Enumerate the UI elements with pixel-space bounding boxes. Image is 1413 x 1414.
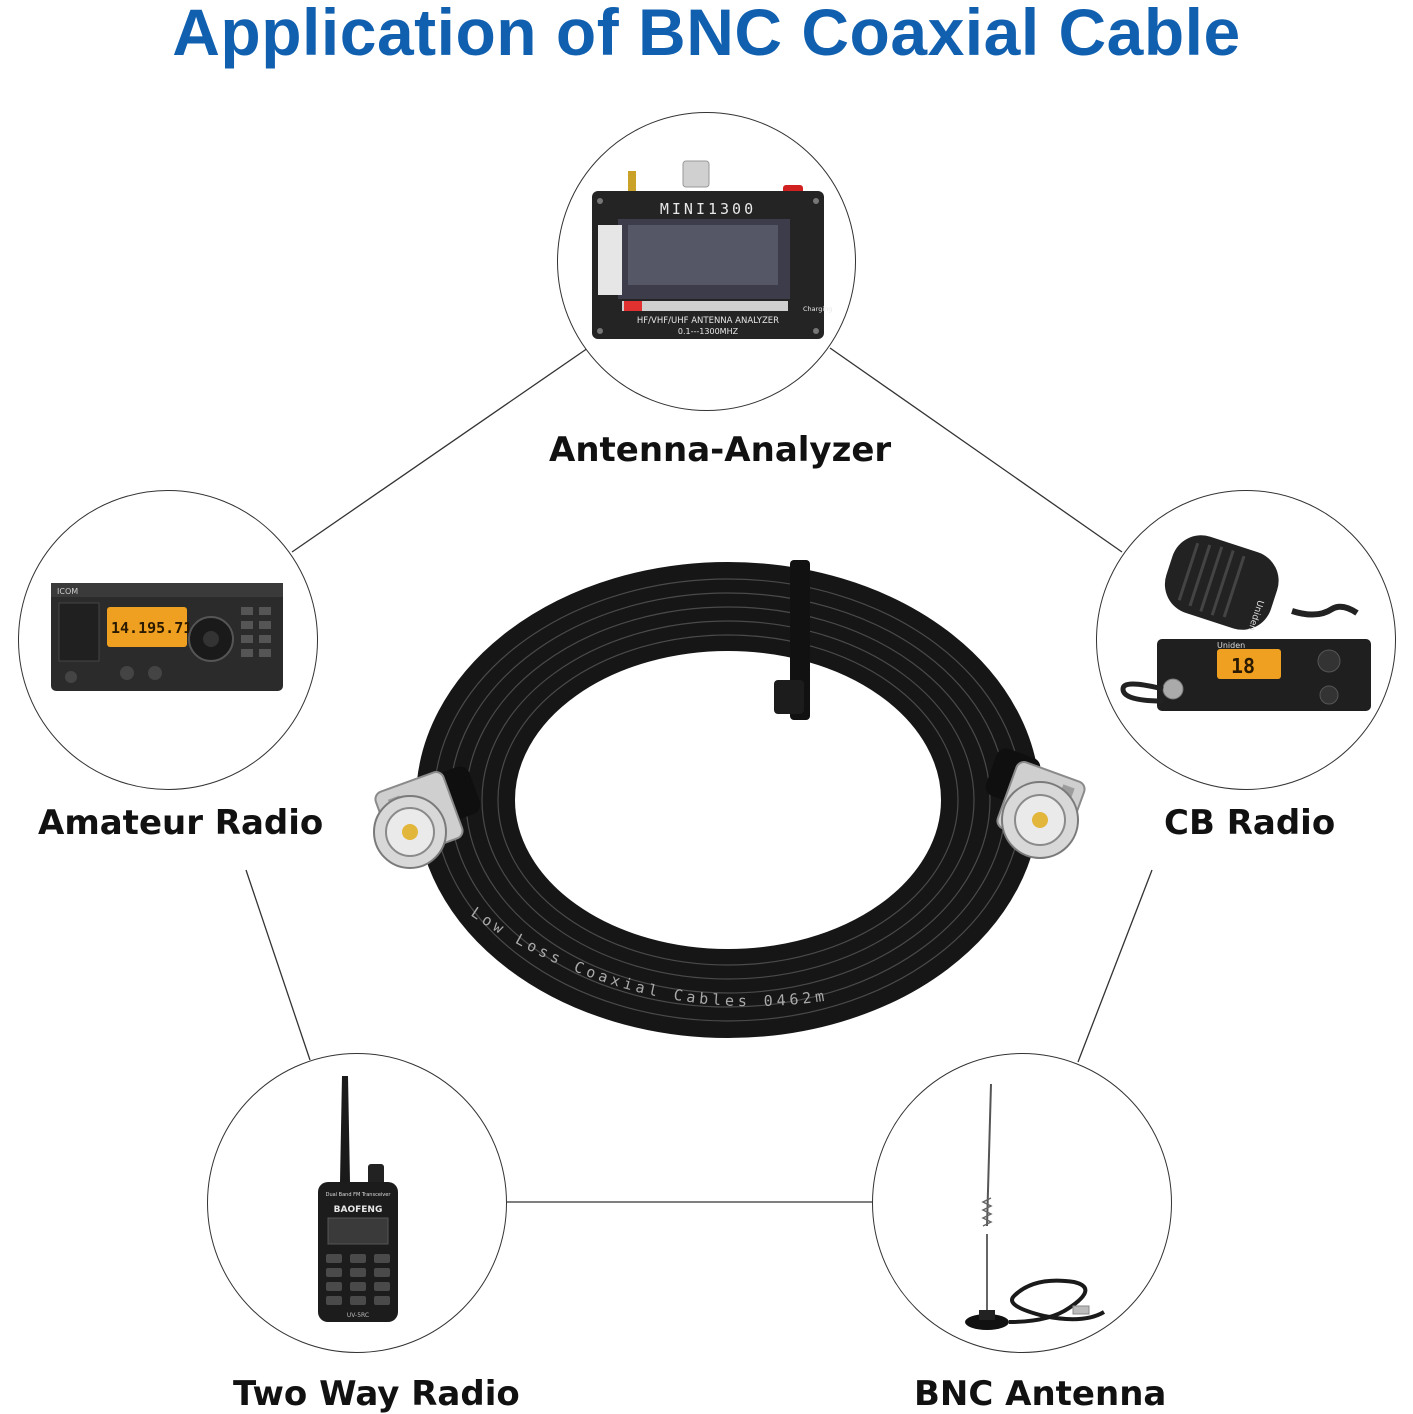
page-title: Application of BNC Coaxial Cable — [172, 0, 1241, 69]
bnc-connector-right-icon — [985, 748, 1086, 859]
analyzer-status: Charging — [803, 305, 832, 313]
amateur-radio-label: Amateur Radio — [38, 803, 324, 843]
bnc-antenna-icon — [965, 1083, 1106, 1330]
amateur-radio-circle: ICOM 14.195.718 — [18, 490, 318, 790]
two-way-radio-icon: Dual Band FM Transceiver BAOFENG UV-5RC — [318, 1076, 398, 1322]
bnc-connector-left-icon — [373, 766, 481, 869]
bnc-antenna-label: BNC Antenna — [914, 1374, 1167, 1414]
cb-radio-label: CB Radio — [1164, 803, 1336, 843]
bnc-antenna-circle — [872, 1053, 1172, 1353]
cb-radio-channel: 18 — [1231, 654, 1255, 678]
two-way-radio-circle: Dual Band FM Transceiver BAOFENG UV-5RC — [207, 1053, 507, 1353]
antenna-analyzer-label: Antenna-Analyzer — [549, 430, 892, 470]
two-way-radio-model: UV-5RC — [347, 1312, 369, 1319]
antenna-analyzer-circle: MINI1300 HF/VHF/UHF ANTENNA ANALYZER 0.1… — [557, 112, 856, 411]
two-way-radio-label: Two Way Radio — [233, 1374, 520, 1414]
cb-radio-brand: Uniden — [1217, 641, 1245, 650]
cb-radio-circle: Uniden 18 Uniden — [1096, 490, 1396, 790]
antenna-analyzer-icon: MINI1300 HF/VHF/UHF ANTENNA ANALYZER 0.1… — [592, 160, 832, 339]
cb-radio-icon: Uniden 18 Uniden — [1120, 535, 1371, 711]
amateur-radio-display: 14.195.718 — [111, 619, 201, 637]
amateur-radio-brand: ICOM — [57, 587, 78, 596]
analyzer-brand: MINI1300 — [660, 200, 756, 218]
two-way-radio-brand: BAOFENG — [334, 1205, 383, 1215]
analyzer-caption-2: 0.1---1300MHZ — [678, 327, 739, 336]
amateur-radio-icon: ICOM 14.195.718 — [51, 583, 283, 691]
two-way-radio-tagline: Dual Band FM Transceiver — [326, 1192, 392, 1198]
analyzer-caption-1: HF/VHF/UHF ANTENNA ANALYZER — [637, 316, 779, 326]
